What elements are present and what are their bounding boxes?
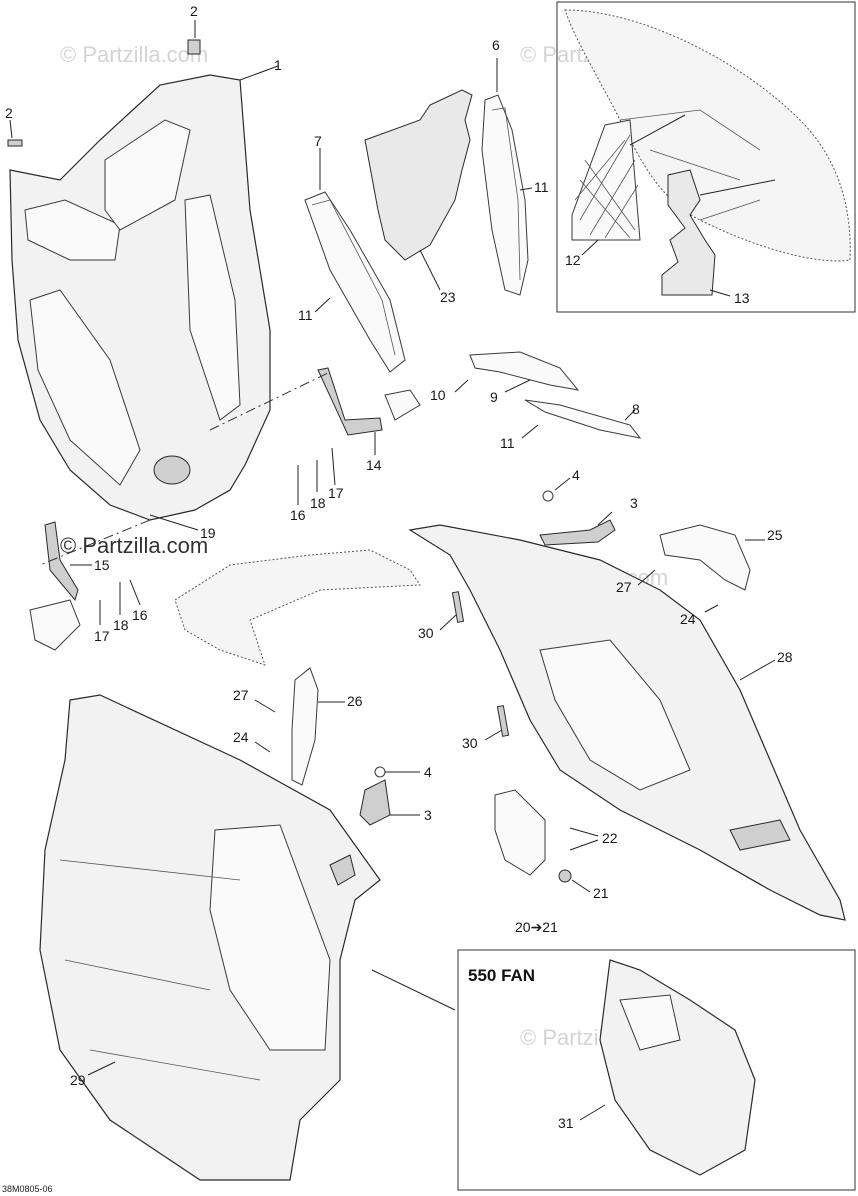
lower-panel-detail bbox=[59, 859, 261, 1081]
callout-29: 29 bbox=[70, 1072, 86, 1088]
callout-23: 23 bbox=[440, 289, 456, 305]
callout-19: 19 bbox=[200, 525, 216, 541]
callout-2: 2 bbox=[5, 105, 13, 121]
callout-16: 16 bbox=[132, 607, 148, 623]
callout-28: 28 bbox=[777, 649, 793, 665]
callout-25: 25 bbox=[767, 527, 783, 543]
callout-27: 27 bbox=[233, 687, 249, 703]
assembly-line bbox=[209, 371, 331, 431]
callout-18: 18 bbox=[310, 495, 326, 511]
callout-6: 6 bbox=[492, 37, 500, 53]
callout-21: 21 bbox=[593, 885, 609, 901]
handle-3-lower bbox=[359, 779, 391, 826]
hood-detail-lines bbox=[619, 109, 761, 221]
callout-14: 14 bbox=[366, 457, 382, 473]
vent-opening bbox=[104, 119, 191, 231]
callout-30: 30 bbox=[462, 735, 478, 751]
callout-16: 16 bbox=[290, 507, 306, 523]
callout-31: 31 bbox=[558, 1115, 574, 1131]
watermark: © Partzilla.com bbox=[60, 533, 208, 558]
bracket-14 bbox=[317, 367, 383, 436]
foam-panel-mesh bbox=[574, 134, 639, 239]
arrow-line bbox=[371, 969, 456, 1011]
callout-17: 17 bbox=[94, 628, 110, 644]
arrow-line bbox=[629, 114, 686, 146]
panel-grip-lower bbox=[329, 854, 356, 886]
side-vent bbox=[184, 194, 241, 421]
callout-4: 4 bbox=[572, 467, 580, 483]
callout-11: 11 bbox=[534, 179, 549, 195]
arrow-line bbox=[699, 179, 776, 196]
callout-7: 7 bbox=[314, 133, 322, 149]
side-panel-31 bbox=[599, 959, 756, 1176]
callout-10: 10 bbox=[430, 387, 446, 403]
callout-15: 15 bbox=[94, 557, 110, 573]
side-panel-inner bbox=[539, 639, 691, 791]
nut-21 bbox=[558, 869, 572, 883]
latch-15 bbox=[29, 599, 81, 651]
callout-11: 11 bbox=[500, 435, 515, 451]
trim-cover-25 bbox=[659, 524, 751, 591]
window-frame-detail bbox=[311, 199, 396, 356]
callout-13: 13 bbox=[734, 290, 750, 306]
foam-panel-12 bbox=[571, 119, 641, 241]
rivet-2 bbox=[7, 139, 23, 147]
window-frame-6 bbox=[481, 94, 529, 296]
fan-inset-box bbox=[457, 949, 856, 1191]
vent-opening bbox=[24, 199, 121, 261]
handle-3 bbox=[539, 519, 616, 546]
callout-11: 11 bbox=[298, 307, 313, 323]
callout-17: 17 bbox=[328, 485, 344, 501]
callout-30: 30 bbox=[418, 625, 434, 641]
fan-vent bbox=[619, 994, 681, 1051]
callout-2: 2 bbox=[190, 3, 198, 19]
gasket-part bbox=[174, 549, 421, 666]
inset-title: 550 FAN bbox=[468, 966, 535, 985]
foam-panel-23 bbox=[364, 89, 473, 261]
callout-22: 22 bbox=[602, 830, 618, 846]
callout-24: 24 bbox=[233, 729, 249, 745]
callouts: 1 2 2 3 3 4 4 6 7 8 9 10 11 11 11 12 13 … bbox=[5, 3, 793, 1131]
callout-8: 8 bbox=[632, 401, 640, 417]
trim-strip-8 bbox=[524, 399, 642, 439]
hood-badge-hole bbox=[153, 455, 191, 485]
side-vent bbox=[29, 289, 141, 486]
strip-30 bbox=[496, 705, 510, 737]
cap-4 bbox=[542, 490, 554, 502]
bracket-20 bbox=[494, 789, 546, 876]
window-frame-7 bbox=[304, 191, 406, 373]
clip-2 bbox=[187, 39, 201, 55]
callout-9: 9 bbox=[490, 389, 498, 405]
callout-12: 12 bbox=[565, 252, 581, 268]
latch-14 bbox=[384, 389, 421, 421]
trim-cover-26 bbox=[291, 667, 319, 786]
callout-3: 3 bbox=[424, 807, 432, 823]
hood-outline-detail bbox=[564, 9, 851, 262]
callout-4: 4 bbox=[424, 764, 432, 780]
cap-4-lower bbox=[374, 766, 386, 778]
lower-panel-recess bbox=[209, 824, 331, 1051]
callout-1: 1 bbox=[274, 57, 282, 73]
strip-30 bbox=[451, 591, 465, 623]
detail-inset-box bbox=[556, 1, 856, 313]
callout-24: 24 bbox=[680, 611, 696, 627]
panel-grip bbox=[729, 819, 791, 851]
window-frame-detail bbox=[491, 107, 521, 281]
callout-27: 27 bbox=[616, 579, 632, 595]
trim-strip-9 bbox=[469, 351, 580, 391]
bracket-15 bbox=[44, 521, 79, 602]
watermark: © Partzilla.com bbox=[60, 42, 208, 67]
callout-18: 18 bbox=[113, 617, 129, 633]
callout-3: 3 bbox=[630, 495, 638, 511]
lower-panel-29 bbox=[39, 694, 381, 1181]
reference-code: 38M0805-06 bbox=[2, 1184, 53, 1194]
callout-26: 26 bbox=[347, 693, 363, 709]
foam-panel-13 bbox=[661, 169, 716, 296]
callout-20: 20➔21 bbox=[515, 919, 558, 935]
